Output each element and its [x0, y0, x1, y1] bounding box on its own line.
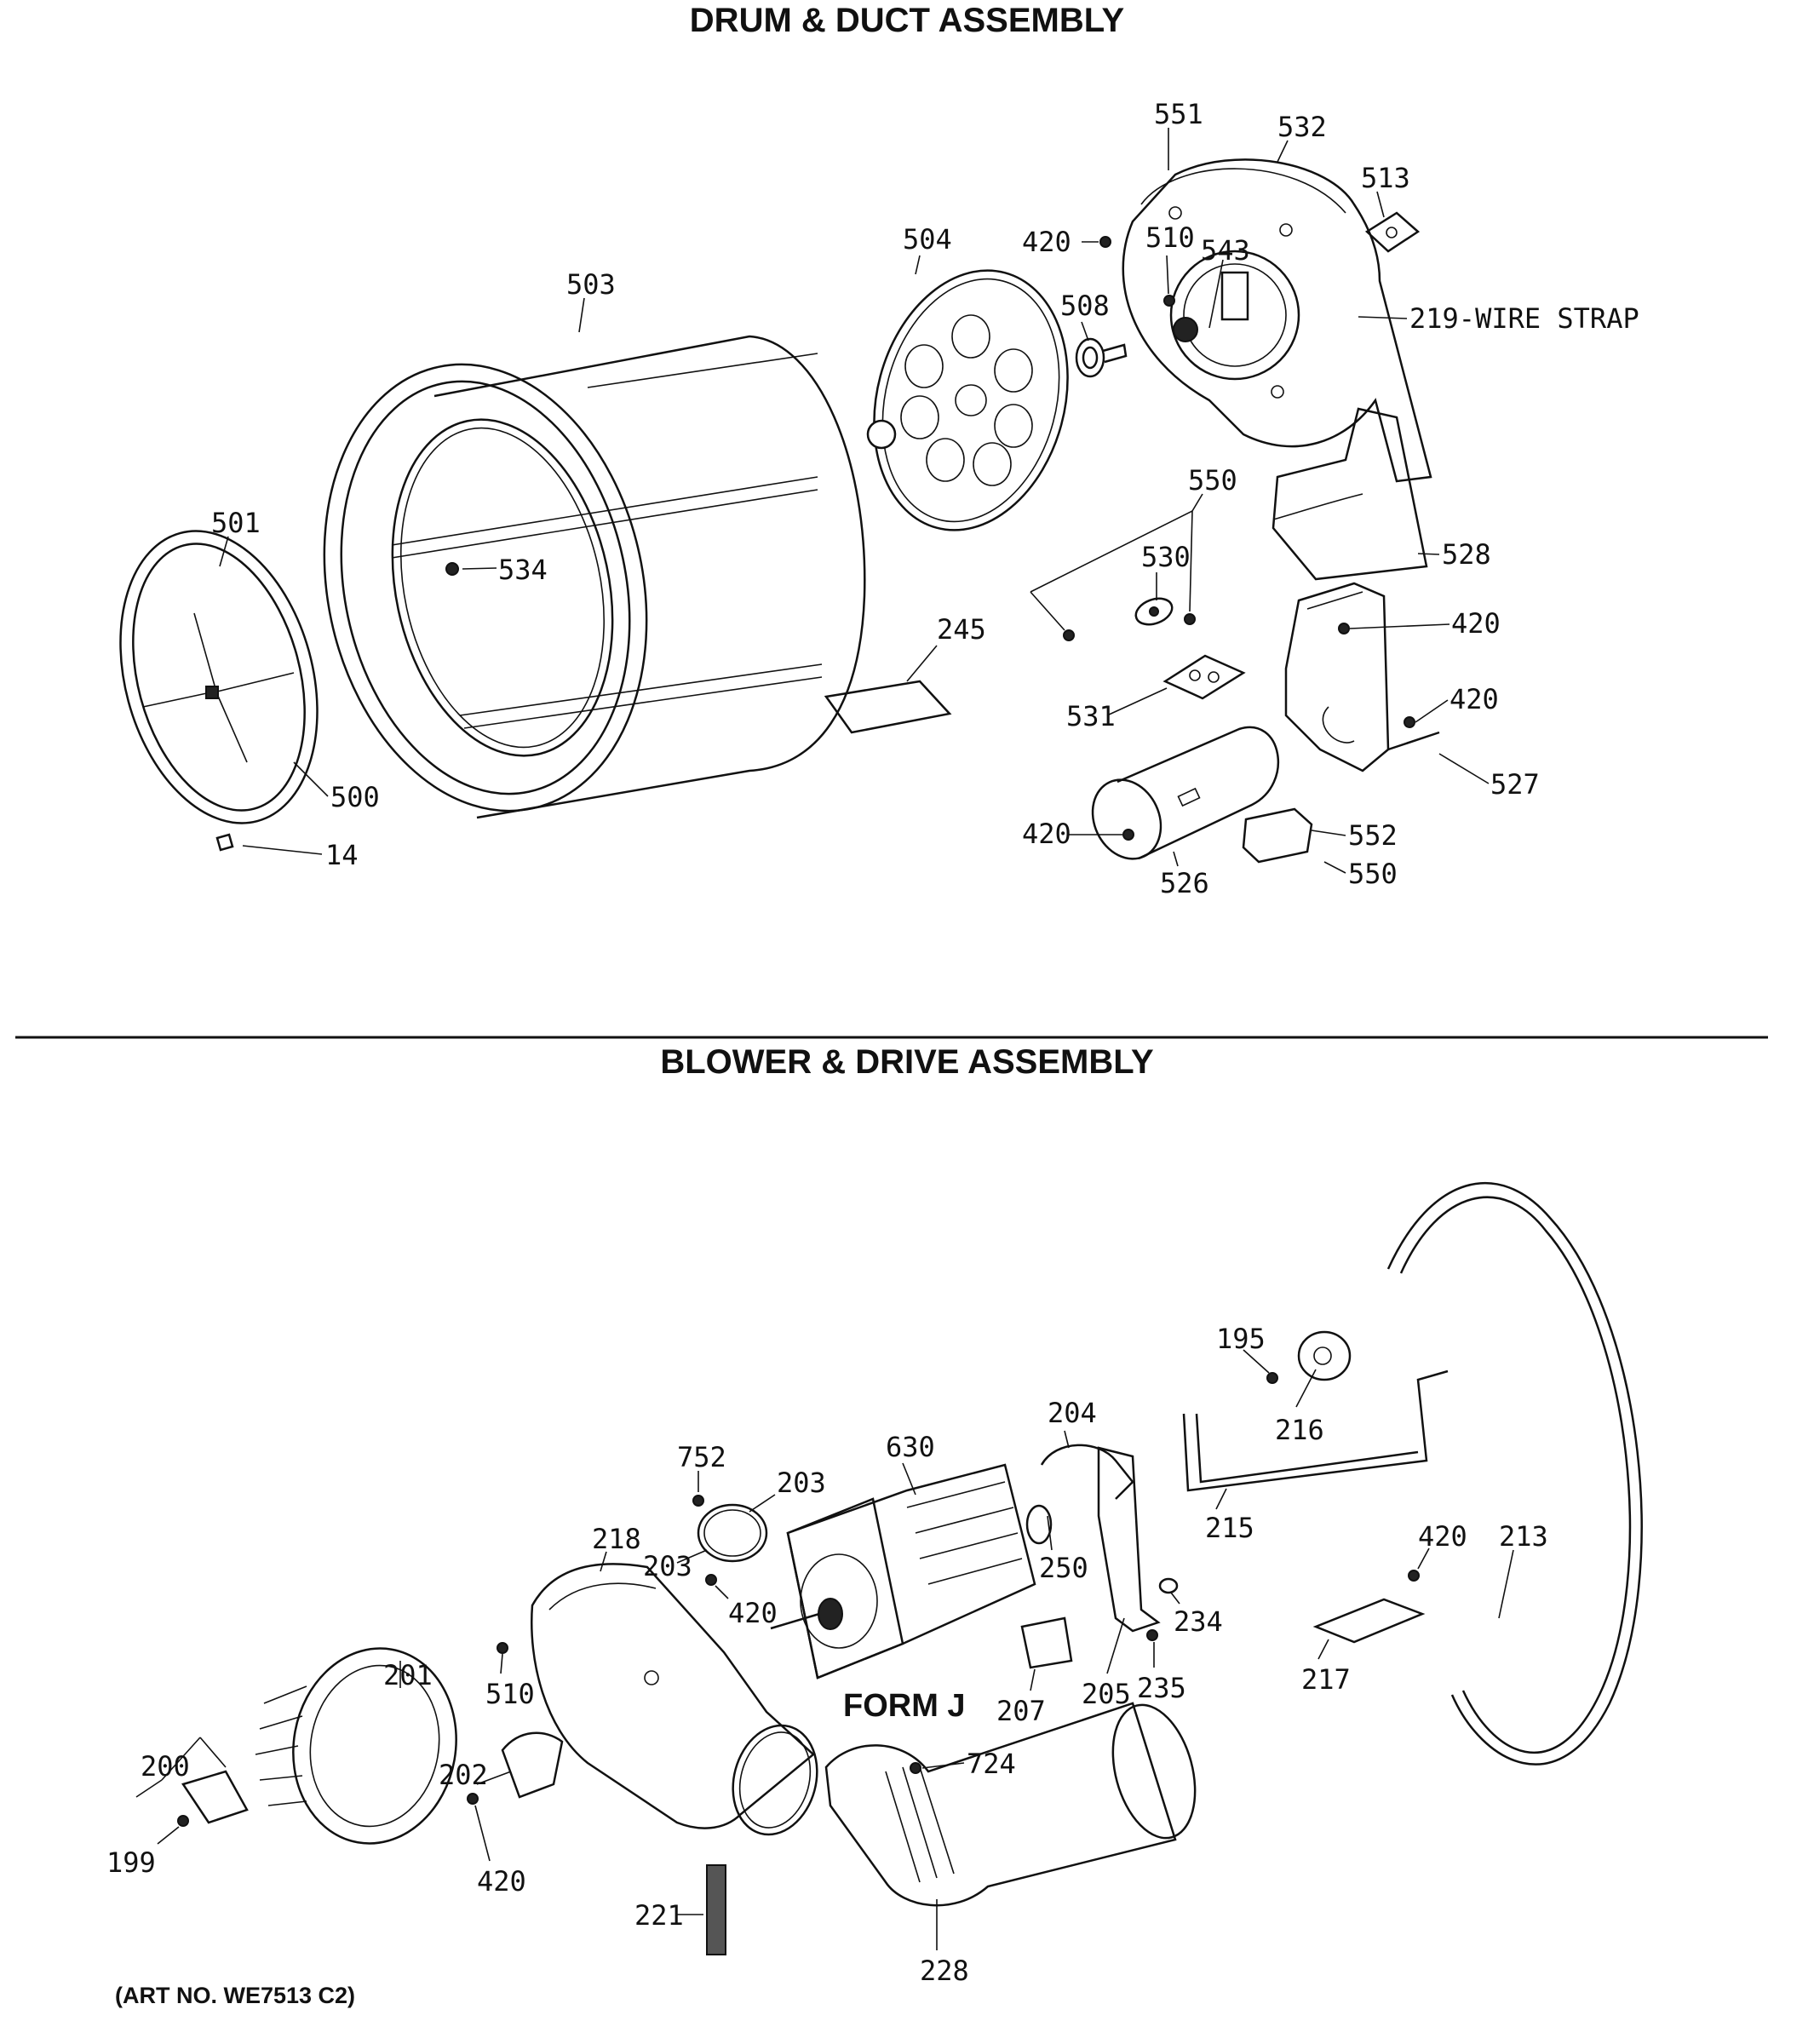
callout-14: 14	[325, 839, 359, 871]
part-526-capacitor	[1091, 726, 1280, 860]
callout-550-bottom: 550	[1348, 858, 1398, 890]
callout-250: 250	[1039, 1552, 1088, 1584]
callout-543: 543	[1201, 234, 1250, 267]
callout-420-shield: 420	[477, 1865, 526, 1898]
leader-lines-blower	[135, 1349, 1514, 1950]
part-532-rear-duct	[1122, 158, 1432, 483]
callout-552: 552	[1348, 819, 1398, 852]
part-215-idler-arm	[1182, 1369, 1449, 1492]
callout-513: 513	[1361, 162, 1410, 194]
part-199-screw	[177, 1815, 189, 1827]
part-221-foil-tape	[706, 1864, 726, 1955]
part-14-clip	[215, 833, 234, 852]
part-504-rear-panel	[866, 269, 1069, 531]
callout-528: 528	[1442, 538, 1491, 571]
part-203-clamp	[697, 1503, 768, 1563]
part-200-bracket	[181, 1770, 249, 1824]
callout-510: 510	[1145, 221, 1195, 254]
callout-420-capacitor: 420	[1022, 818, 1071, 850]
form-j-label: FORM J	[843, 1688, 966, 1724]
part-235-screw	[1146, 1629, 1158, 1641]
part-217-idler-bracket	[1312, 1570, 1426, 1644]
callout-203-top: 203	[777, 1467, 826, 1499]
part-245-plate	[824, 680, 952, 734]
callout-245: 245	[937, 613, 986, 646]
part-204-motor-clamp	[1040, 1444, 1134, 1500]
callout-218: 218	[592, 1523, 641, 1555]
part-216-idler-pulley	[1297, 1330, 1352, 1381]
callout-202: 202	[439, 1759, 488, 1791]
callout-235: 235	[1137, 1672, 1186, 1704]
part-218-blower-housing	[531, 1563, 818, 1836]
callout-501: 501	[211, 507, 261, 539]
callout-724: 724	[967, 1748, 1016, 1780]
callout-530: 530	[1141, 541, 1191, 573]
callout-201: 201	[383, 1659, 433, 1691]
callout-215: 215	[1205, 1512, 1254, 1544]
part-527-bracket	[1284, 582, 1440, 772]
part-550-screw	[1063, 613, 1196, 641]
part-501-seal-ring	[119, 530, 319, 824]
callout-219-wire-strap: 219-WIRE STRAP	[1409, 302, 1639, 335]
callout-532: 532	[1277, 111, 1327, 143]
part-724-screw	[910, 1762, 921, 1774]
drum-duct-assembly-title: DRUM & DUCT ASSEMBLY	[689, 2, 1125, 39]
callout-503: 503	[566, 268, 616, 301]
part-207-switch	[1020, 1616, 1073, 1669]
part-508-bearing	[1075, 337, 1128, 378]
part-205-mount-bracket	[1097, 1446, 1161, 1633]
callout-205: 205	[1082, 1678, 1131, 1710]
part-531-bracket	[1162, 654, 1246, 700]
part-420-screw-blower	[467, 1574, 717, 1805]
callout-420-top: 420	[1022, 226, 1071, 258]
callout-550-top: 550	[1188, 464, 1237, 497]
blower-drive-assembly-title: BLOWER & DRIVE ASSEMBLY	[660, 1043, 1154, 1081]
part-503-drum	[323, 335, 866, 819]
callout-420-motor: 420	[728, 1597, 778, 1629]
part-195-washer	[1266, 1372, 1278, 1384]
callout-221: 221	[634, 1899, 684, 1932]
callout-217: 217	[1301, 1663, 1351, 1696]
part-552-relay	[1242, 807, 1313, 864]
part-630-drive-motor	[770, 1463, 1053, 1679]
callout-508: 508	[1060, 290, 1110, 322]
callout-216: 216	[1275, 1414, 1324, 1446]
callout-526: 526	[1160, 867, 1209, 899]
callout-203-side: 203	[643, 1550, 692, 1582]
callout-630: 630	[886, 1431, 935, 1463]
callout-534: 534	[498, 554, 548, 586]
part-201-blower-wheel	[255, 1647, 457, 1845]
callout-200: 200	[141, 1750, 190, 1783]
callout-207: 207	[996, 1695, 1046, 1727]
callout-199: 199	[106, 1846, 156, 1879]
callout-510-blower: 510	[485, 1678, 535, 1710]
callout-213: 213	[1499, 1520, 1548, 1553]
part-213-drive-belt	[1386, 1181, 1643, 1766]
part-202-shield	[501, 1731, 564, 1799]
callout-500: 500	[330, 781, 380, 813]
part-752-screw	[692, 1495, 704, 1507]
callout-420-idler: 420	[1418, 1520, 1467, 1553]
leader-lines-drum	[219, 128, 1490, 874]
callout-195: 195	[1216, 1323, 1266, 1355]
callout-752: 752	[677, 1441, 726, 1473]
callout-420-bracket-top: 420	[1451, 607, 1501, 640]
part-228-exhaust-duct	[824, 1702, 1197, 1907]
callout-420-bracket-side: 420	[1449, 683, 1499, 715]
part-510-screw	[497, 1642, 508, 1654]
part-528-duct-extension	[1272, 407, 1428, 581]
callout-551: 551	[1154, 98, 1203, 130]
part-234-nut	[1158, 1577, 1179, 1594]
part-420-screw	[1099, 236, 1415, 841]
callout-527: 527	[1490, 768, 1540, 801]
callout-228: 228	[920, 1955, 969, 1987]
callout-531: 531	[1066, 700, 1116, 732]
part-530-thermistor	[1134, 597, 1174, 626]
callout-504: 504	[903, 223, 952, 256]
part-513-thermostat	[1364, 211, 1421, 253]
callout-234: 234	[1174, 1605, 1223, 1638]
callout-204: 204	[1048, 1397, 1097, 1429]
art-number: (ART NO. WE7513 C2)	[115, 1983, 356, 2008]
